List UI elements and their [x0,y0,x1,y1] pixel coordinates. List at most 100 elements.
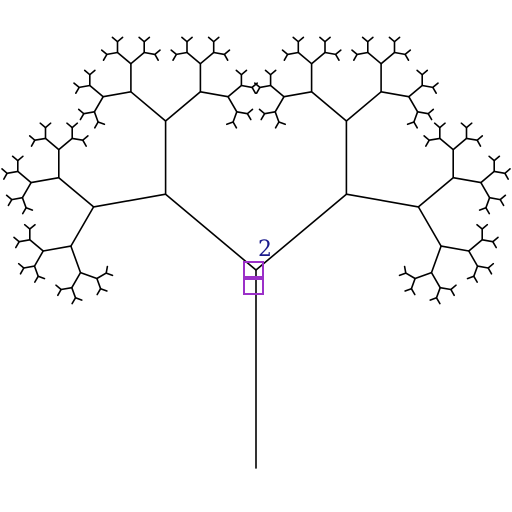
tree-branch-level-7 [351,49,358,56]
tree-branch-level-7 [423,135,431,141]
tree-branch-level-7 [260,112,266,121]
tree-branch-level-7 [79,112,85,121]
tree-branch-level-3 [417,176,455,208]
tree-branch-level-7 [476,135,484,141]
tree-branch-level-7 [170,49,178,56]
tree-branch-level-5 [227,84,243,98]
tree-branch-level-6 [33,265,40,278]
tree-branch-level-7 [281,49,289,56]
tree-branch-level-6 [435,286,442,299]
tree-branch-level-5 [480,181,491,199]
tree-branch-level-4 [42,245,72,252]
tree-branch-level-7 [361,36,369,43]
tree-branch-level-6 [488,196,502,201]
tree-branch-level-7 [255,86,261,94]
tree-branch-level-7 [5,194,13,201]
tree-branch-level-7 [2,172,8,180]
tree-branch-level-5 [116,51,132,65]
tree-branch-level-7 [476,223,484,230]
tree-branch-level-6 [106,51,119,56]
tree-branch-level-7 [172,53,178,62]
tree-branch-level-1 [255,193,348,271]
tree-branch-level-7 [488,155,496,162]
tree-branch-level-7 [39,122,47,129]
tree-branch-level-6 [83,111,96,115]
tree-branch-level-7 [223,49,231,56]
tree-branch-level-5 [430,271,442,289]
tree-branch-level-7 [393,36,401,43]
tree-branch-level-6 [33,137,47,141]
tree-branch-level-6 [324,51,337,56]
tree-branch-level-6 [472,265,479,278]
tree-branch-level-1 [164,193,257,271]
tree-branch-level-6 [485,196,491,209]
tree-branch-level-5 [227,95,238,113]
tree-branch-level-6 [21,196,27,209]
tree-branch-level-7 [235,69,243,76]
tree-branch-level-7 [274,121,280,129]
tree-branch-level-6 [212,51,226,56]
tree-branch-level-7 [450,288,456,297]
tree-branch-level-7 [154,49,161,56]
tree-branch-level-7 [13,236,21,243]
tree-branch-level-6 [22,265,36,269]
tree-branch-level-7 [398,272,407,277]
marker-label: 2 [258,237,272,262]
tree-branch-level-7 [472,275,479,283]
tree-branch-level-4 [70,245,82,274]
tree-branch-level-2 [345,193,420,208]
tree-branch-level-6 [11,196,24,201]
tree-branch-level-7 [246,108,254,115]
tree-branch-level-6 [78,84,91,89]
tree-branch-level-7 [481,223,489,230]
tree-branch-level-6 [71,137,84,141]
tree-branch-level-6 [96,277,102,290]
tree-branch-level-6 [263,111,277,115]
tree-branch-level-5 [407,84,424,98]
tree-branch-level-7 [334,49,342,56]
tree-branch-level-7 [465,122,473,129]
tree-branch-level-7 [82,135,89,141]
tree-branch-level-3 [417,206,442,247]
tree-branch-level-7 [33,275,40,283]
tree-branch-level-7 [28,223,36,230]
tree-branch-level-7 [89,69,96,76]
tree-branch-level-6 [286,51,300,56]
tree-branch-level-7 [504,172,510,180]
tree-branch-level-7 [421,69,429,76]
fractal-tree [1,36,511,469]
tree-branch-level-7 [431,82,439,89]
tree-branch-level-6 [274,111,280,123]
tree-branch-level-7 [16,155,24,162]
tree-branch-level-7 [94,121,99,129]
tree-branch-level-7 [73,82,80,89]
tree-branch-level-6 [465,137,479,141]
tree-branch-level-7 [226,121,234,126]
tree-branch-level-7 [493,155,501,162]
tree-branch-level-7 [491,240,498,249]
tree-branch-level-7 [37,275,46,280]
tree-branch-level-6 [421,84,434,89]
tree-branch-level-7 [429,296,438,301]
tree-branch-level-7 [246,112,252,121]
tree-branch-level-7 [71,296,77,305]
tree-branch-level-7 [403,265,407,274]
tree-branch-level-7 [424,139,431,147]
tree-branch-level-7 [476,139,482,147]
tree-branch-level-5 [414,271,433,280]
tree-branch-level-7 [17,262,25,269]
tree-branch-level-5 [57,137,73,151]
tree-branch-level-6 [175,51,188,56]
tree-branch-level-5 [467,250,479,267]
tree-branch-level-6 [93,111,99,123]
tree-branch-level-7 [105,265,109,274]
tree-branch-level-7 [499,194,507,201]
tree-branch-level-5 [89,84,104,98]
tree-branch-level-7 [66,122,73,129]
tree-branch-level-3 [57,176,95,208]
tree-branch-level-7 [431,86,438,94]
tree-branch-level-7 [460,122,468,129]
tree-branch-level-7 [143,36,151,43]
tree-branch-level-3 [310,91,348,122]
